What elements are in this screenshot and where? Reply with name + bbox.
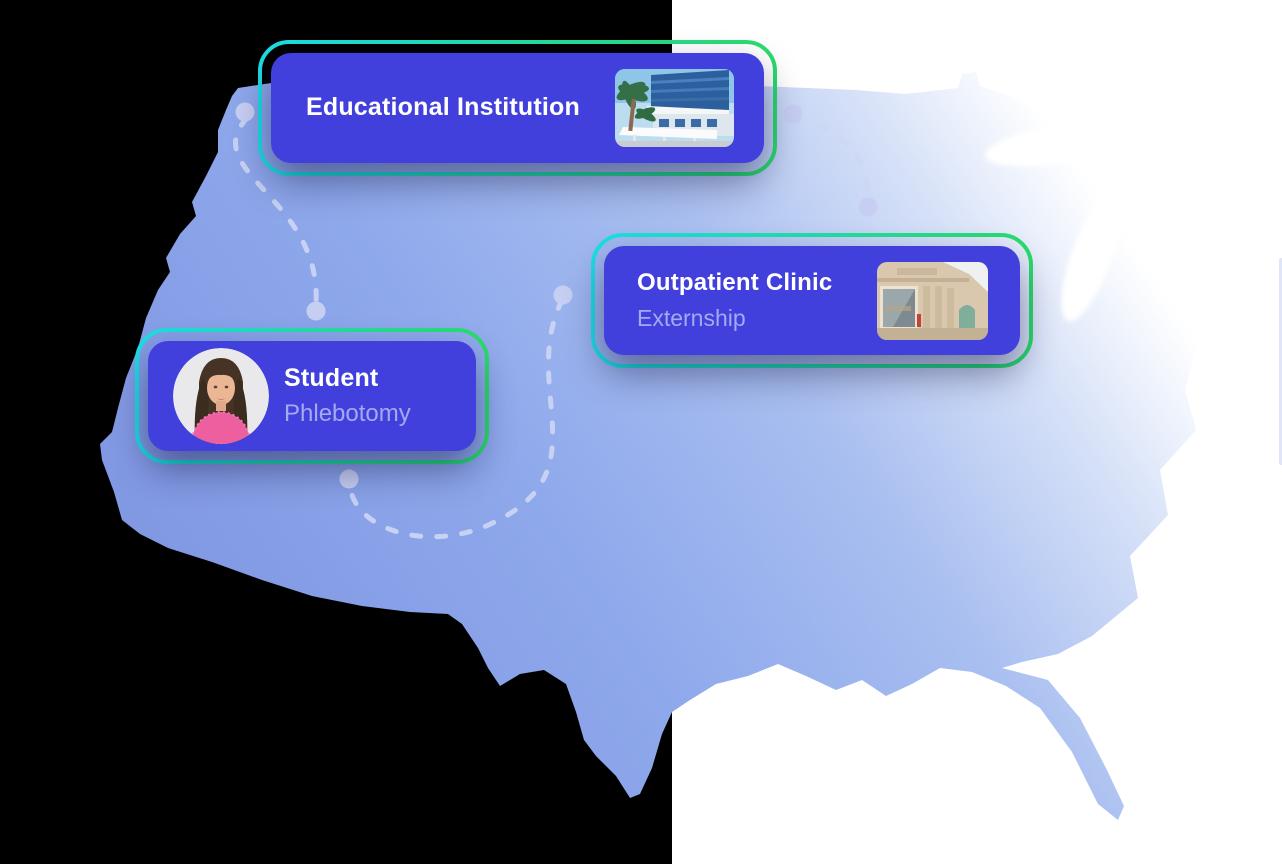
educational-institution-card: Educational Institution — [258, 40, 777, 176]
student-card: Student Phlebotomy — [135, 328, 489, 464]
card-gradient-ring — [591, 233, 1033, 368]
externship-label: Externship — [637, 304, 746, 331]
connector-arc-edu-to-student — [233, 115, 319, 307]
educational-institution-photo — [615, 69, 734, 147]
great-lakes — [985, 106, 1184, 322]
educational-institution-title: Educational Institution — [305, 93, 581, 122]
outpatient-clinic-card: Outpatient Clinic Externship — [591, 233, 1033, 368]
outpatient-clinic-photo — [877, 261, 988, 340]
connector-dot-6 — [858, 197, 878, 217]
connector-dots — [235, 102, 878, 489]
connector-dot-1 — [235, 102, 255, 122]
connector-arc-student-to-clinic — [347, 297, 565, 540]
phlebotomy-label: Phlebotomy — [284, 400, 411, 428]
student-avatar — [173, 348, 269, 444]
card-gradient-ring — [258, 40, 777, 176]
card-gradient-ring — [135, 328, 489, 464]
connector-arc-edu-to-clinic — [792, 115, 872, 203]
student-title: Student — [284, 363, 379, 392]
right-edge-cropped-element — [1279, 258, 1282, 465]
outpatient-clinic-title: Outpatient Clinic — [637, 269, 833, 297]
connector-dot-2 — [306, 301, 326, 321]
connector-dot-3 — [339, 469, 359, 489]
connector-dot-5 — [783, 104, 803, 124]
connector-dot-4 — [553, 285, 573, 305]
